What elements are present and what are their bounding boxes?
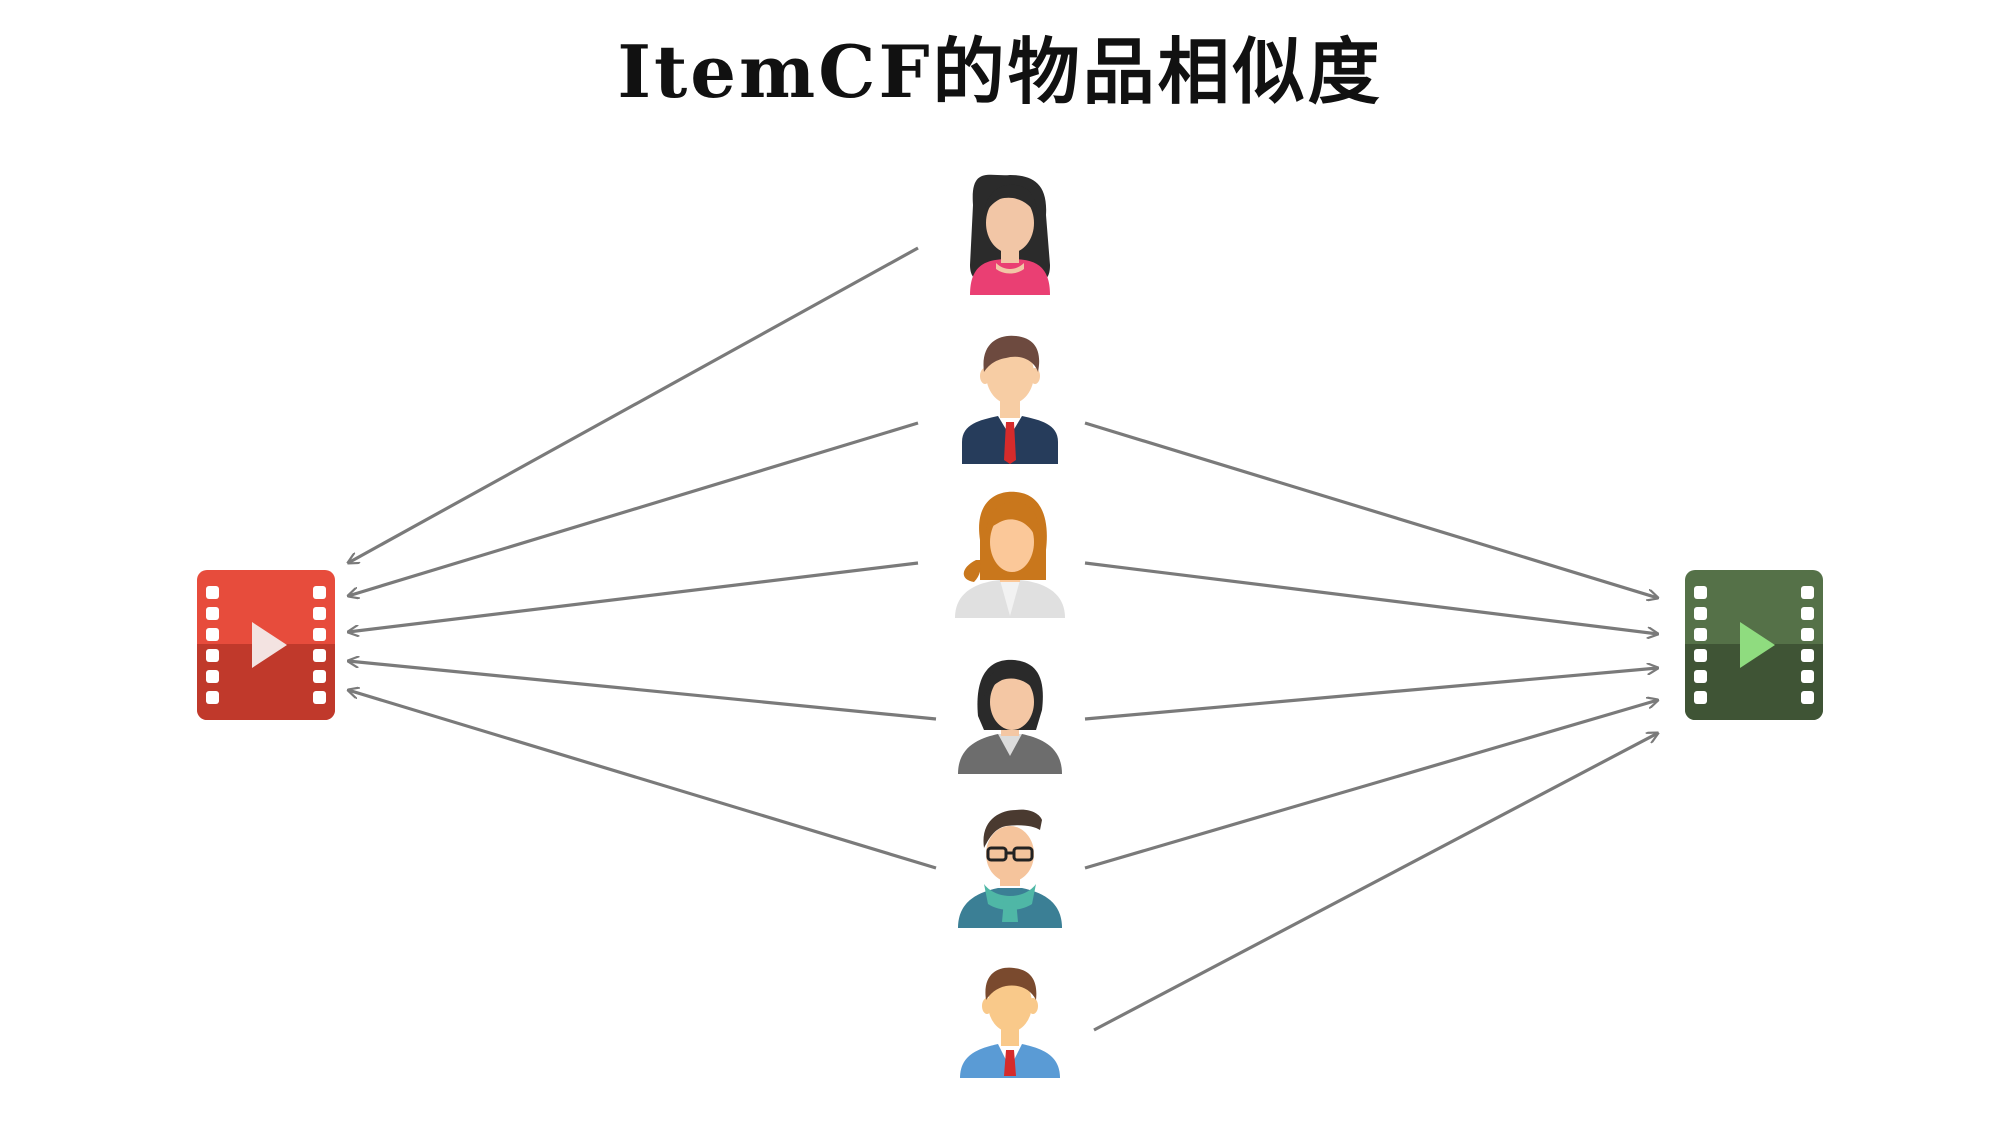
user-avatar-woman-dark-hair: [958, 659, 1062, 774]
arrow-user1-to-left-movie: [348, 246, 919, 563]
arrow-user2-to-left-movie: [348, 421, 919, 596]
arrow-user2-to-right-movie: [1084, 421, 1658, 598]
diagram-title: ItemCF的物品相似度: [617, 29, 1383, 114]
user-avatar-man-suit: [962, 335, 1058, 464]
user-avatar-man-blue-shirt: [960, 967, 1060, 1078]
user-avatar-man-glasses: [958, 809, 1062, 928]
user-avatar-woman-orange-hair: [955, 491, 1065, 618]
play-icon: [252, 622, 287, 668]
arrow-user4-to-right-movie: [1084, 668, 1658, 721]
arrow-user3-to-left-movie: [348, 561, 919, 632]
arrows-to-right-movie: [1084, 421, 1658, 1032]
arrows-to-left-movie: [348, 246, 937, 870]
arrow-user4-to-left-movie: [348, 661, 937, 721]
arrow-user3-to-right-movie: [1084, 561, 1658, 634]
movie-icon-right: [1685, 570, 1823, 720]
arrow-user5-to-left-movie: [348, 690, 937, 870]
arrow-user6-to-right-movie: [1093, 733, 1658, 1032]
play-icon: [1740, 622, 1775, 668]
arrow-user5-to-right-movie: [1084, 700, 1658, 870]
user-avatar-woman-long-hair: [970, 174, 1050, 295]
movie-icon-left: [197, 570, 335, 720]
